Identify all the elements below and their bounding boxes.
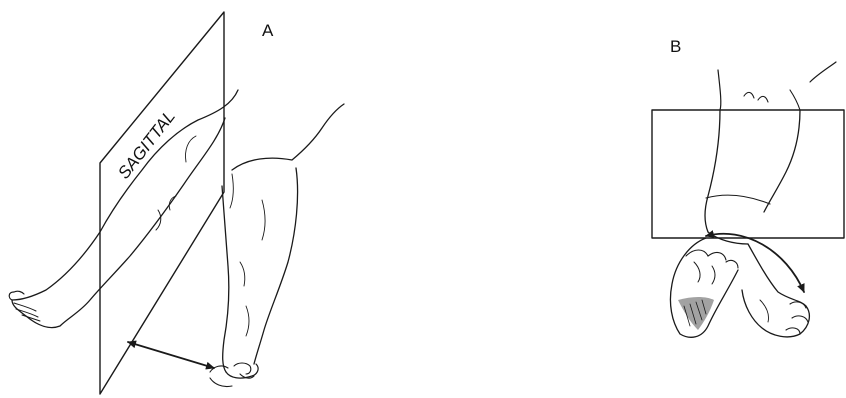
frontal-plane [652, 110, 844, 238]
motion-arrow [128, 342, 214, 368]
rotation-arrow [706, 234, 804, 292]
right-leg-drawing [210, 104, 344, 387]
ankle-drawing [705, 110, 800, 244]
panel-a-label: A [262, 21, 274, 40]
sagittal-label: SAGITTAL [114, 107, 179, 182]
upper-leg-drawing [718, 62, 836, 110]
panel-b-label: B [670, 37, 681, 56]
inverted-foot-drawing [670, 238, 738, 337]
everted-foot-drawing [742, 244, 809, 337]
left-leg-drawing [9, 90, 238, 328]
sagittal-plane [100, 12, 224, 394]
panel-a: SAGITTAL A [9, 12, 344, 394]
panel-b: B [652, 37, 844, 337]
